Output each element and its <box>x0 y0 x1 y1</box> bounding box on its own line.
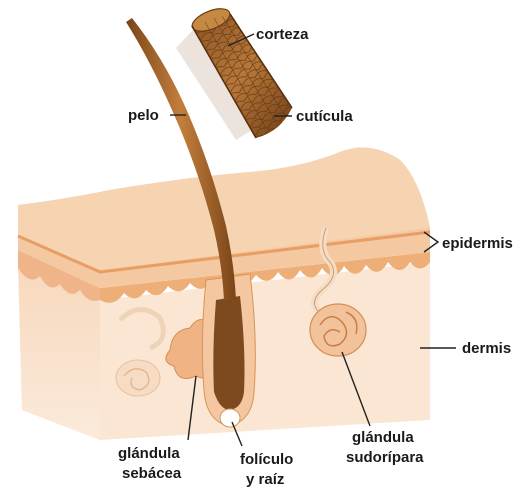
label-glandula-sebacea-line1: glándula <box>118 445 180 462</box>
label-foliculo-line1: folículo <box>240 451 293 468</box>
hair-cross-section <box>176 4 292 140</box>
label-corteza: corteza <box>256 26 309 43</box>
label-pelo: pelo <box>128 107 159 124</box>
label-glandula-sebacea-line2: sebácea <box>122 465 182 482</box>
label-cuticula: cutícula <box>296 108 353 125</box>
label-glandula-sudoripara-line1: glándula <box>352 429 414 446</box>
hair-root <box>213 296 244 410</box>
label-glandula-sudoripara-line2: sudorípara <box>346 449 424 466</box>
label-epidermis: epidermis <box>442 235 513 252</box>
label-dermis: dermis <box>462 340 511 357</box>
hair-bulb-papilla <box>220 409 240 427</box>
sweat-gland-coil <box>310 304 366 356</box>
label-foliculo-line2: y raíz <box>246 471 284 488</box>
